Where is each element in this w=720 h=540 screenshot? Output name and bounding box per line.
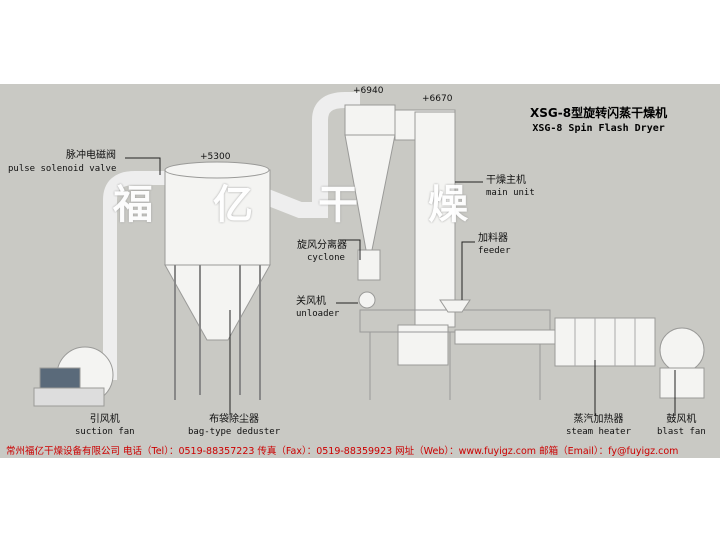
cyclone-duct	[259, 92, 360, 218]
company-contact-footer: 常州福亿干燥设备有限公司 电话（Tel）：0519-88357223 传真（Fa…	[6, 446, 679, 457]
steam-heater	[554, 317, 656, 367]
label-pulse-solenoid-valve: 脉冲电磁阀	[66, 150, 116, 161]
elevation-main-unit: +6670	[422, 94, 453, 104]
diagram-title: XSG-8型旋转闪蒸干燥机 XSG-8 Spin Flash Dryer	[530, 106, 667, 136]
blast-fan	[659, 327, 705, 373]
feeder	[439, 299, 471, 313]
watermark-char: 福	[113, 182, 153, 228]
main-unit	[414, 111, 456, 328]
bag-deduster	[164, 169, 271, 266]
elevation-cyclone: +6940	[353, 86, 384, 96]
suction-duct	[103, 171, 170, 380]
watermark-char: 燥	[428, 182, 468, 228]
label-pulse-solenoid-valve-en: pulse solenoid valve	[8, 164, 117, 174]
unloader	[358, 291, 376, 309]
elevation-deduster: +5300	[200, 152, 231, 162]
watermark-char: 亿	[213, 182, 253, 228]
title-en: XSG-8 Spin Flash Dryer	[532, 123, 665, 134]
watermark-char: 干	[318, 182, 358, 228]
title-cn: XSG-8型旋转闪蒸干燥机	[530, 106, 668, 120]
